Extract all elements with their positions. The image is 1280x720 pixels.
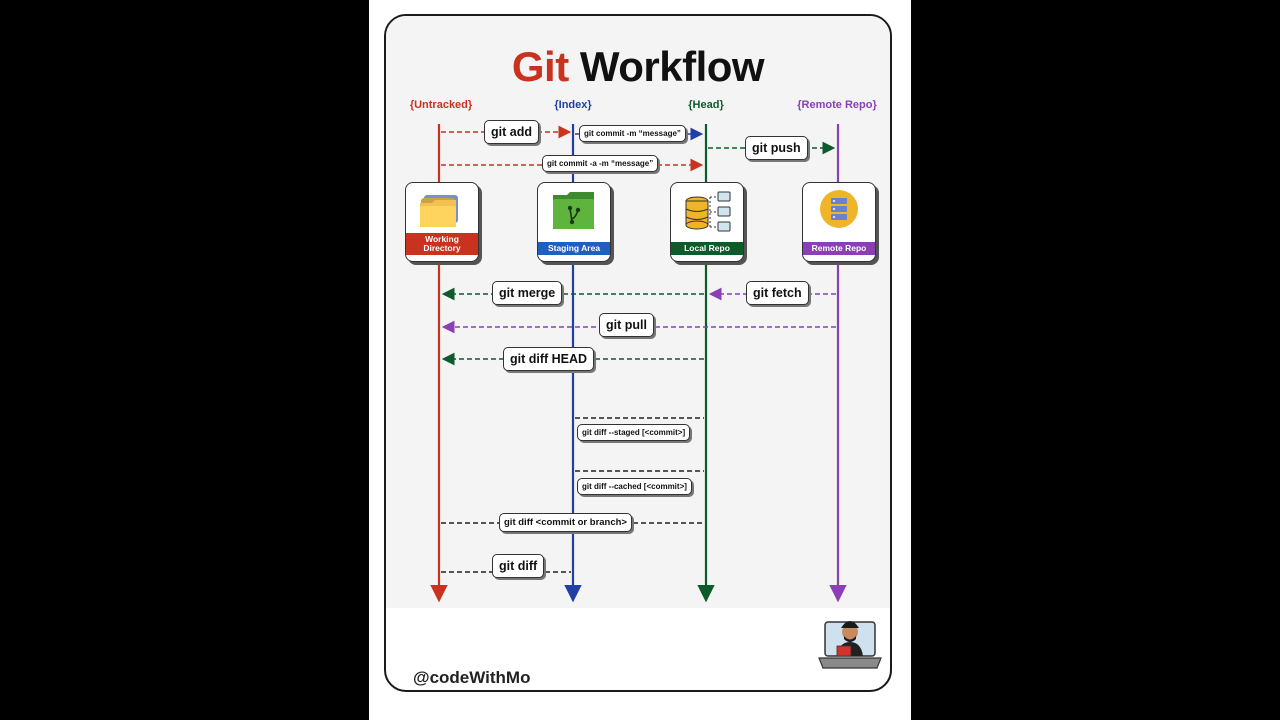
command-git-diff-cached: git diff --cached [<commit>] (577, 478, 692, 495)
command-git-push: git push (745, 136, 808, 160)
column-label-head: {Head} (688, 99, 724, 111)
developer-avatar-icon (818, 621, 882, 669)
card-label-remote-repo: Remote Repo (803, 242, 875, 255)
command-git-merge: git merge (492, 281, 563, 305)
database-icon (685, 191, 731, 232)
card-local-repo: Local Repo (670, 182, 744, 262)
card-label-staging-area: Staging Area (538, 242, 610, 255)
infographic-card: Git Workflow {Untracked} {Index} {Head} … (384, 14, 892, 692)
command-git-diff-commit: git diff <commit or branch> (499, 513, 632, 532)
command-git-commit: git commit -m “message” (579, 125, 686, 142)
title-git: Git (511, 43, 569, 90)
column-label-index: {Index} (554, 99, 592, 111)
column-label-remote: {Remote Repo} (797, 99, 877, 111)
command-git-diff-head: git diff HEAD (503, 347, 595, 371)
author-handle: @codeWithMo (413, 668, 531, 687)
card-label-local-repo: Local Repo (671, 242, 743, 255)
card-label-working-directory: Working Directory (406, 233, 478, 255)
server-icon (820, 190, 858, 228)
column-label-untracked: {Untracked} (409, 99, 473, 111)
card-working-directory: Working Directory (405, 182, 479, 262)
command-git-pull: git pull (599, 313, 654, 337)
command-git-diff: git diff (492, 554, 545, 578)
command-git-diff-staged: git diff --staged [<commit>] (577, 424, 691, 441)
card-staging-area: Staging Area (537, 182, 611, 262)
title-workflow: Workflow (579, 43, 765, 90)
folders-icon (420, 195, 458, 227)
page-title: Git Workflow (386, 44, 890, 90)
page: Git Workflow {Untracked} {Index} {Head} … (369, 0, 911, 720)
card-remote-repo: Remote Repo (802, 182, 876, 262)
command-git-fetch: git fetch (746, 281, 809, 305)
green-folder-branch-icon (553, 192, 594, 229)
diagram-background (386, 16, 890, 608)
command-git-add: git add (484, 120, 539, 144)
command-git-commit-a: git commit -a -m “message” (542, 155, 659, 172)
